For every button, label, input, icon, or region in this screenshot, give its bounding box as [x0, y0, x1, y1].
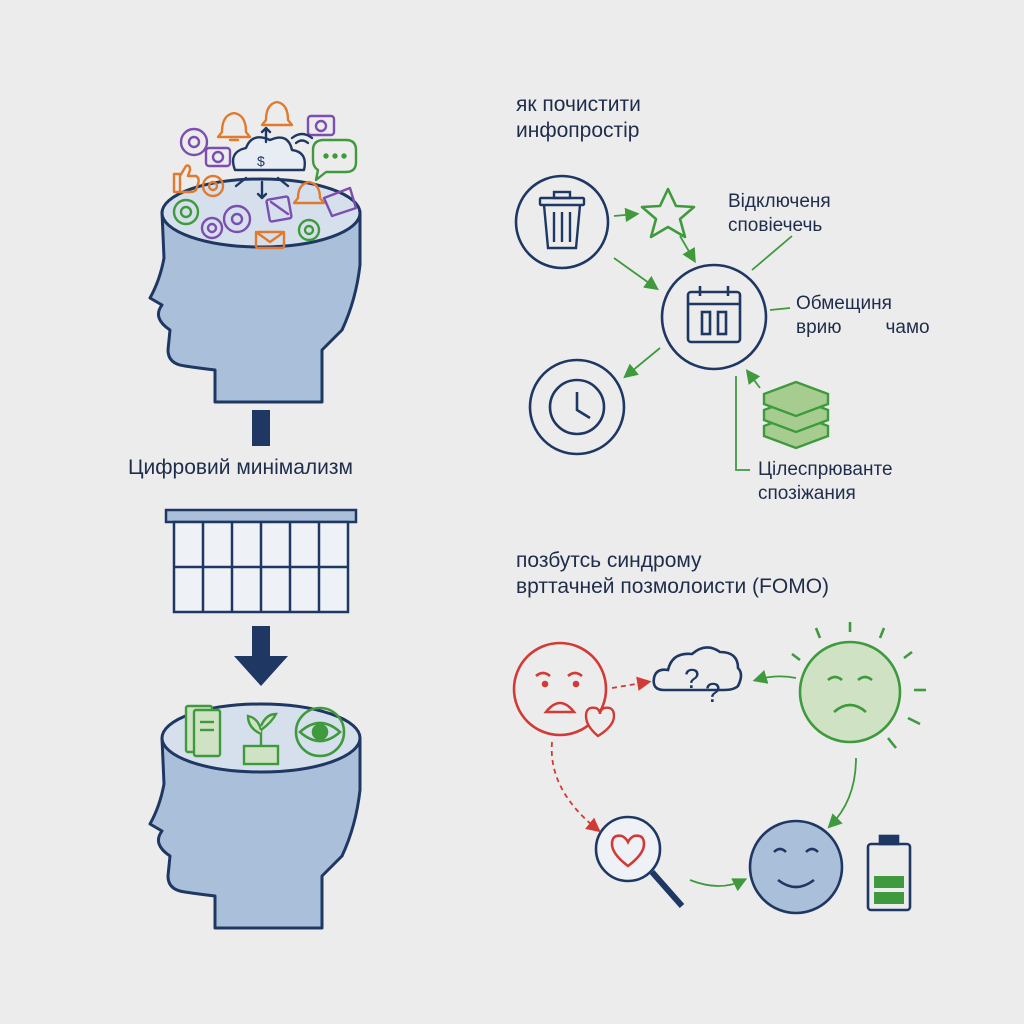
label-notifications-line1: Відключеня	[728, 191, 831, 212]
calendar-circle	[660, 263, 768, 371]
at-sign-icon	[222, 204, 252, 234]
label-consumption-line1: Цілеспрюванте	[758, 459, 893, 480]
clock-circle	[528, 358, 626, 456]
left-title: Цифровий минімализм	[128, 456, 353, 479]
label-notifications-line2: сповіечечь	[728, 215, 823, 236]
at-sign-icon	[179, 127, 209, 157]
info-overload-icons: $	[172, 100, 358, 250]
calm-head	[148, 702, 362, 930]
section2-heading-line1: позбутсь синдрому	[516, 549, 702, 572]
label-notifications: Відключеня сповіечечь	[728, 190, 831, 238]
sad-sun-face	[791, 622, 926, 749]
envelope-icon	[254, 230, 286, 250]
label-time-line2b: чамо	[885, 317, 930, 338]
trash-circle	[514, 174, 610, 270]
connector-bar	[252, 410, 270, 446]
calendar-icon	[686, 286, 742, 344]
clock-icon	[548, 378, 606, 436]
chat-bubble-icon	[311, 138, 358, 182]
content-face	[748, 819, 844, 915]
thumbs-up-icon	[172, 164, 200, 194]
question-cloud: ? ?	[652, 646, 743, 708]
trash-icon	[538, 190, 586, 250]
heart-icon	[584, 706, 616, 738]
svg-text:$: $	[257, 153, 265, 169]
section2-heading-line2: врттачней позмолоисти (FOMO)	[516, 575, 830, 598]
label-time-line2: врию чамо	[796, 316, 930, 340]
label-time-line2a: врию	[796, 317, 842, 338]
label-consumption-line2: спозіжания	[758, 483, 856, 504]
section2-heading: позбутсь синдрому врттачней позмолоисти …	[516, 548, 829, 600]
plant-icon	[242, 712, 280, 766]
at-sign-icon	[172, 198, 200, 226]
svg-text:?: ?	[684, 663, 700, 694]
camera-icon	[204, 146, 232, 168]
cloud-icon	[231, 136, 306, 172]
section1-connectors	[613, 207, 793, 471]
bell-icon	[292, 180, 326, 205]
magnifier-heart-icon	[594, 815, 685, 908]
svg-text:?: ?	[705, 677, 721, 708]
section1-heading-line2: инфопростір	[516, 119, 640, 142]
label-time-limit: Обмещиня врию чамо	[796, 292, 930, 340]
envelope-icon	[265, 195, 293, 223]
battery-icon	[866, 834, 912, 912]
wifi-icon	[290, 132, 314, 145]
book-icon	[184, 704, 222, 758]
bell-icon	[216, 111, 252, 142]
at-sign-icon	[200, 216, 224, 240]
filter-grid	[164, 508, 358, 614]
star-icon	[640, 187, 696, 239]
worried-face	[512, 641, 608, 737]
section1-heading: як почистити инфопростір	[516, 92, 641, 144]
at-sign-icon	[201, 174, 225, 198]
tag-icon	[322, 186, 358, 218]
sun-rays-icon	[791, 622, 926, 749]
label-consumption: Цілеспрюванте спозіжания	[758, 458, 893, 506]
down-arrow	[234, 626, 288, 686]
camera-icon	[306, 114, 336, 137]
bell-icon	[260, 100, 294, 127]
settings-icon	[297, 218, 321, 242]
label-time-line1: Обмещиня	[796, 293, 892, 314]
stack-icon	[762, 380, 830, 450]
eye-icon	[294, 706, 346, 758]
section2-connectors	[550, 670, 857, 892]
section1-heading-line1: як почистити	[516, 93, 641, 116]
